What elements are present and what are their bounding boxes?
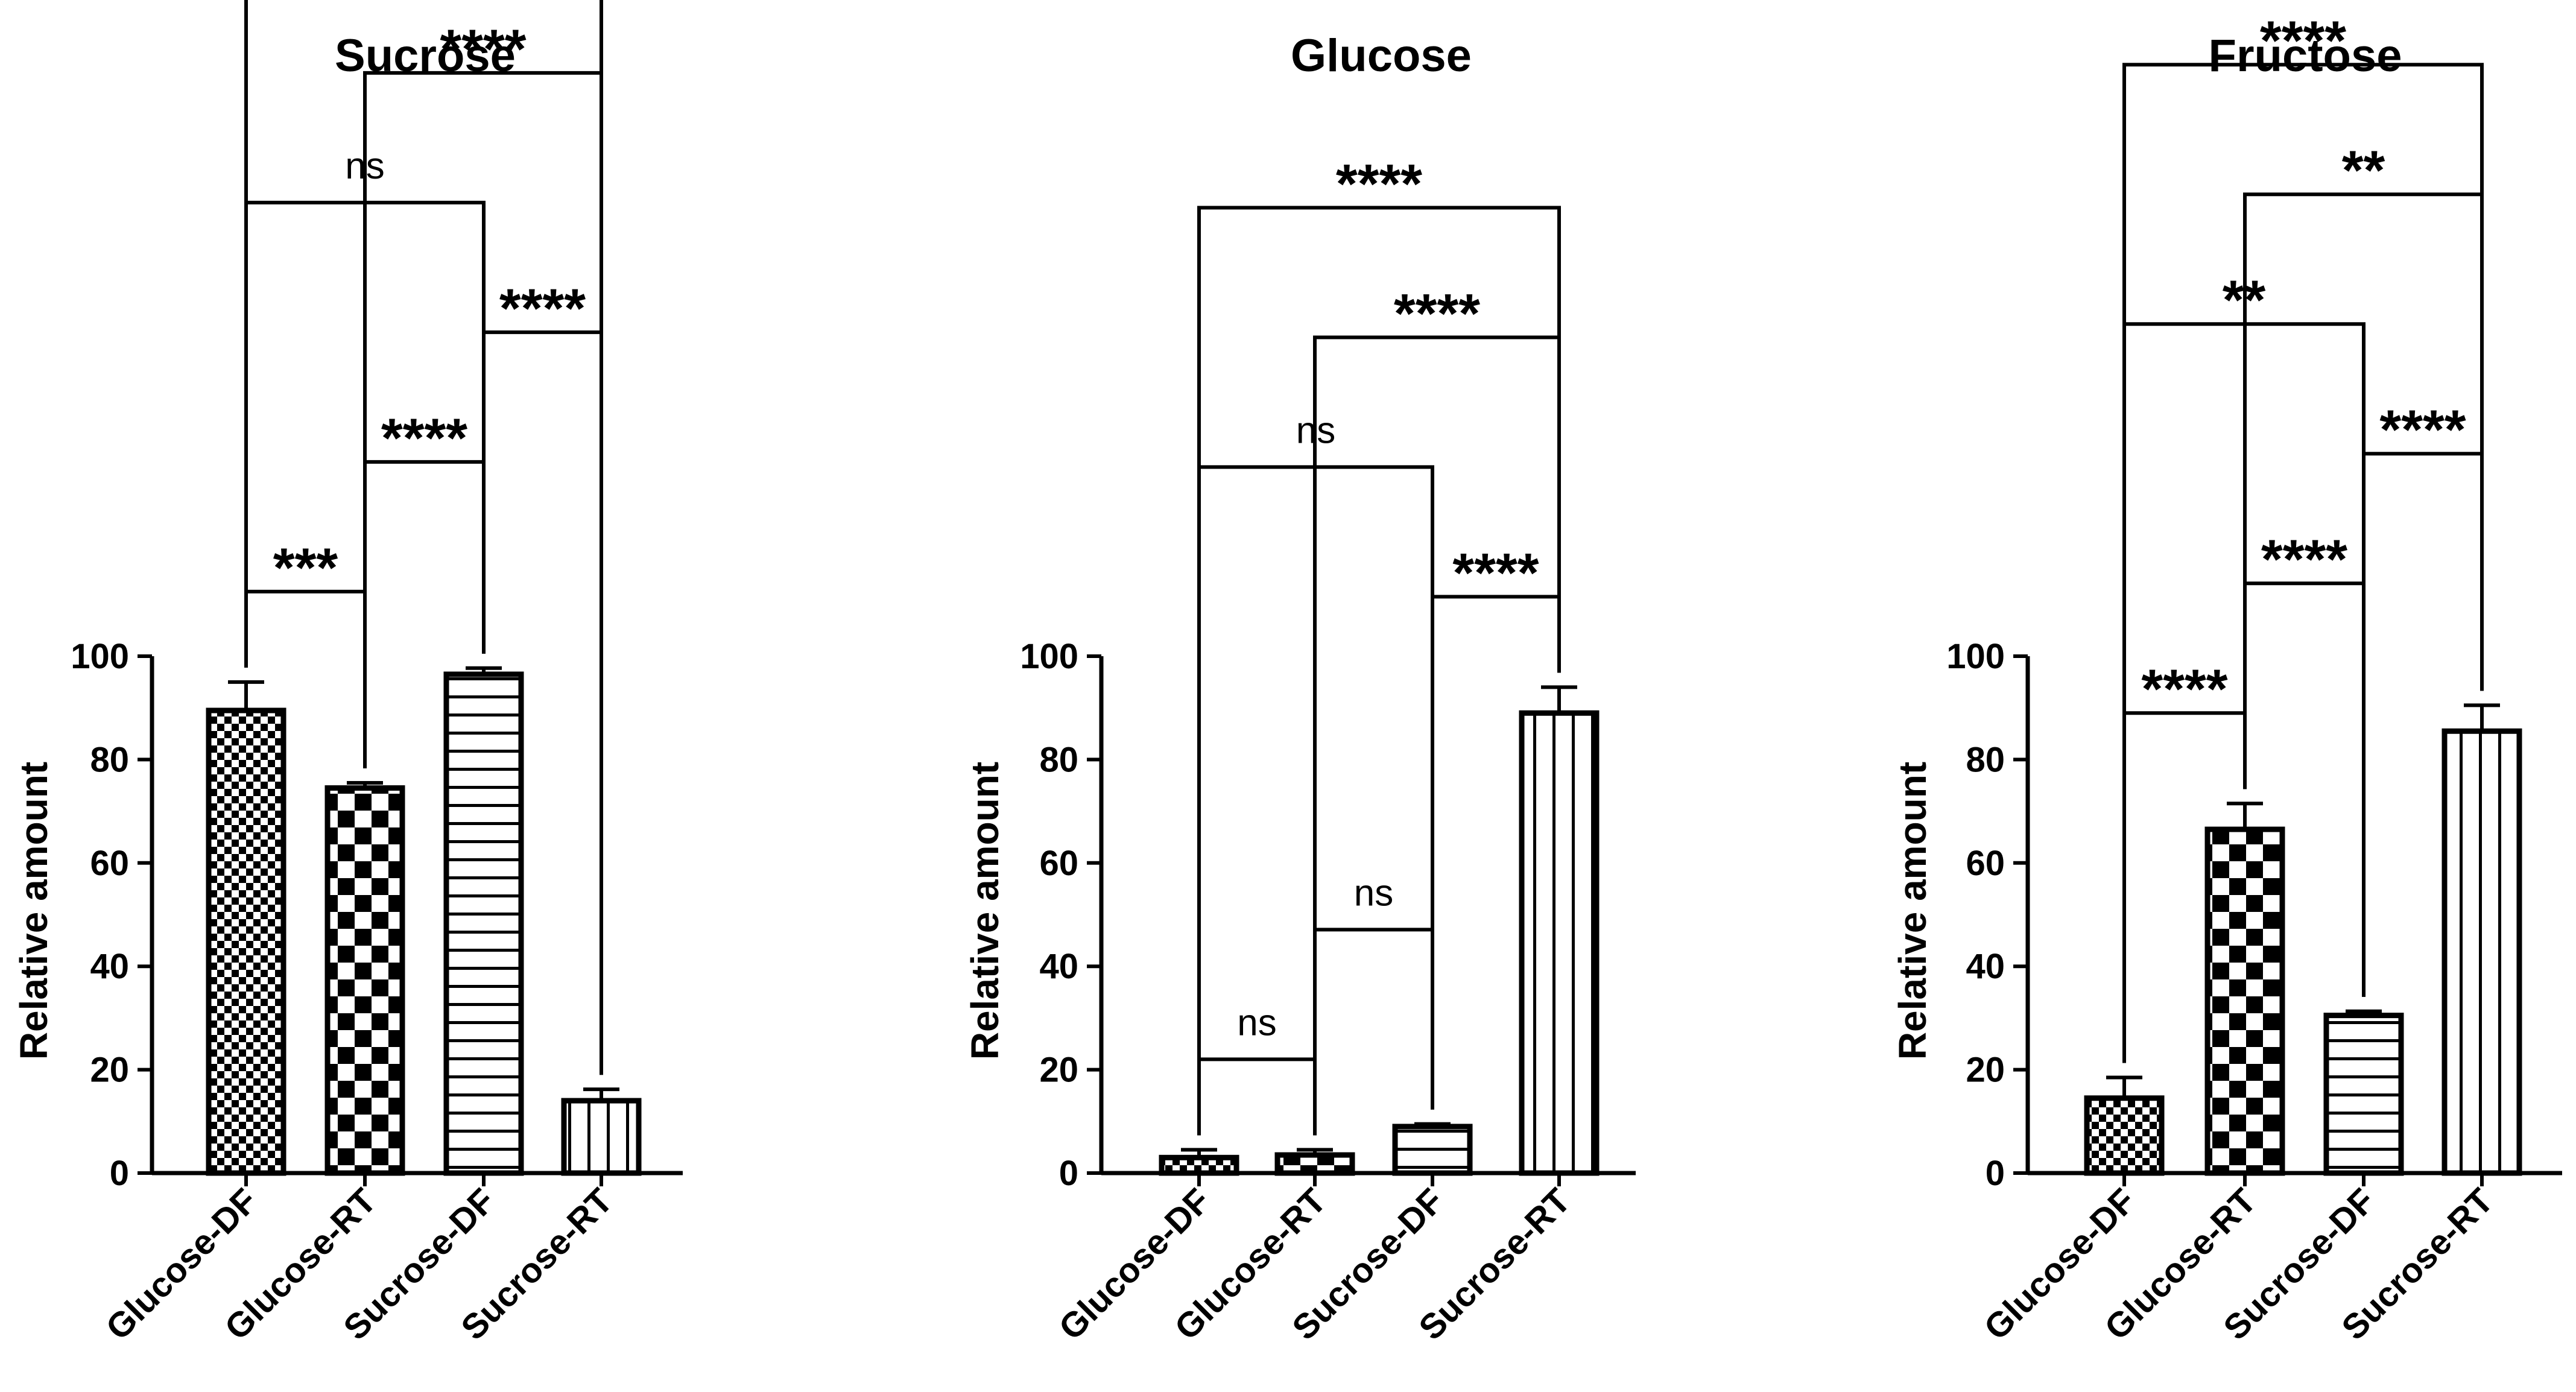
significance-label: ns [1237, 1002, 1276, 1043]
significance-label: **** [1394, 283, 1480, 344]
significance-label: ns [1354, 872, 1393, 914]
significance-label: **** [2141, 659, 2227, 720]
bar-glucose-rt [2204, 826, 2285, 1176]
y-tick-label: 40 [1966, 947, 2005, 986]
bar-glucose-df [206, 707, 286, 1176]
significance-label: **** [1452, 542, 1539, 604]
y-tick-label: 100 [71, 637, 129, 676]
y-tick-label: 0 [1986, 1154, 2005, 1193]
significance-label: **** [440, 19, 526, 80]
significance-label: **** [2260, 10, 2346, 72]
significance-label: **** [1336, 153, 1422, 215]
plot-area: 020406080100Glucose-DFGlucose-RTSucrose-… [1020, 153, 1636, 1347]
significance-bracket [244, 0, 603, 1075]
bar-sucrose-rt [1519, 710, 1600, 1176]
y-axis-label: Relative amount [1891, 762, 1934, 1060]
y-tick-label: 0 [1059, 1154, 1078, 1193]
y-tick-label: 60 [90, 844, 129, 883]
y-tick-label: 40 [1039, 947, 1078, 986]
y-tick-label: 100 [1020, 637, 1078, 676]
significance-bracket [1197, 206, 1561, 1136]
y-tick-label: 20 [90, 1051, 129, 1090]
y-tick-label: 60 [1966, 844, 2005, 883]
y-tick-label: 20 [1039, 1051, 1078, 1090]
plot-area: 020406080100Glucose-DFGlucose-RTSucrose-… [1946, 10, 2562, 1347]
bar-glucose-rt [324, 785, 405, 1176]
chart-panel-sucrose: Sucrose Relative amount 020406080100Gluc… [12, 0, 683, 1347]
y-tick-label: 80 [1966, 740, 2005, 779]
significance-label: **** [381, 408, 467, 469]
bar-sucrose-rt [561, 1098, 642, 1176]
bar-sucrose-df [1392, 1124, 1473, 1176]
significance-bracket [1313, 928, 1434, 1136]
y-tick-label: 40 [90, 947, 129, 986]
y-tick-label: 80 [90, 740, 129, 779]
bar-sucrose-df [2323, 1013, 2404, 1176]
bar-sucrose-rt [2442, 728, 2522, 1176]
significance-label: **** [2379, 399, 2466, 461]
y-tick-label: 100 [1946, 637, 2005, 676]
significance-label: **** [2261, 529, 2347, 590]
bar-glucose-df [1159, 1154, 1239, 1176]
chart-title: Fructose [2209, 30, 2402, 81]
significance-bracket [2122, 63, 2484, 1063]
significance-label: ** [2342, 140, 2385, 201]
significance-bracket [1197, 1057, 1317, 1136]
y-tick-label: 20 [1966, 1051, 2005, 1090]
bar-glucose-df [2084, 1095, 2165, 1176]
bar-sucrose-df [443, 671, 524, 1176]
y-axis-label: Relative amount [12, 762, 55, 1060]
plot-area: 020406080100Glucose-DFGlucose-RTSucrose-… [71, 0, 683, 1347]
chart-panel-glucose: Glucose Relative amount 020406080100Gluc… [963, 30, 1636, 1347]
y-tick-label: 60 [1039, 844, 1078, 883]
chart-panel-fructose: Fructose Relative amount 020406080100Glu… [1891, 10, 2562, 1347]
significance-label: **** [499, 278, 586, 340]
bar-glucose-rt [1274, 1152, 1355, 1176]
y-tick-label: 0 [110, 1154, 129, 1193]
y-tick-label: 80 [1039, 740, 1078, 779]
chart-title: Glucose [1291, 30, 1472, 81]
significance-label: *** [273, 537, 338, 599]
y-axis-label: Relative amount [963, 762, 1007, 1060]
